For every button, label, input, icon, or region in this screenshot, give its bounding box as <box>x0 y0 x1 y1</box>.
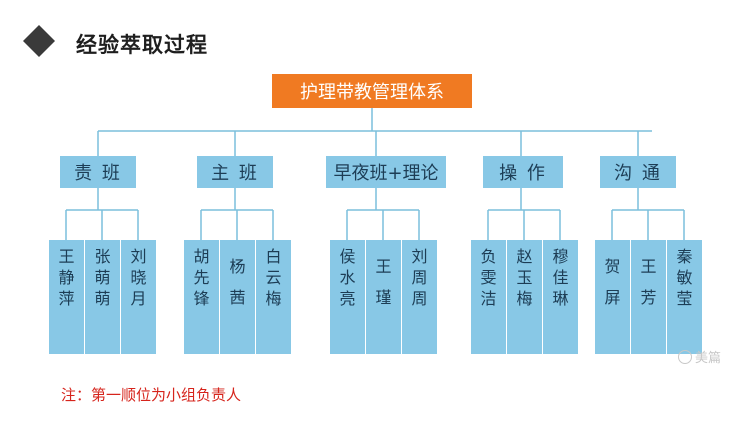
member-name-char: 王 <box>375 257 392 276</box>
member-name-char: 萌 <box>94 289 111 308</box>
member-name-char: 先 <box>193 268 210 287</box>
member-name-char: 胡 <box>193 247 210 266</box>
member-name-char: 萌 <box>94 268 111 287</box>
member-box: 负雯洁 <box>471 240 506 354</box>
member-name-char: 侯 <box>339 247 356 266</box>
member-name-char: 月 <box>130 289 147 308</box>
group-node-5: 沟 通 <box>600 156 676 188</box>
member-name-char: 锋 <box>193 289 210 308</box>
member-name-char: 周 <box>411 268 428 287</box>
watermark: 美篇 <box>678 347 721 366</box>
group-node-2: 主 班 <box>197 156 273 188</box>
member-box: 王芳 <box>631 240 666 354</box>
root-node: 护理带教管理体系 <box>272 74 472 108</box>
member-box: 侯水亮 <box>330 240 365 354</box>
member-box: 穆佳琳 <box>543 240 578 354</box>
diamond-icon <box>23 25 55 57</box>
member-name-char: 晓 <box>130 268 147 287</box>
member-name-char: 负 <box>480 247 497 266</box>
member-box: 赵玉梅 <box>507 240 542 354</box>
member-name-char: 芳 <box>640 288 657 307</box>
member-box: 胡先锋 <box>184 240 219 354</box>
member-name-char: 水 <box>339 268 356 287</box>
member-name-char: 瑾 <box>375 288 392 307</box>
member-name-char: 莹 <box>676 289 693 308</box>
member-name-char: 刘 <box>130 247 147 266</box>
group-node-1: 责 班 <box>60 156 136 188</box>
member-name-char: 赵 <box>516 247 533 266</box>
member-name-char: 玉 <box>516 268 533 287</box>
member-box: 杨茜 <box>220 240 255 354</box>
watermark-text: 美篇 <box>695 351 722 366</box>
member-box: 刘晓月 <box>121 240 156 354</box>
member-name-char: 屏 <box>604 288 621 307</box>
member-box: 白云梅 <box>256 240 291 354</box>
member-name-char: 王 <box>58 247 75 266</box>
member-box: 刘周周 <box>402 240 437 354</box>
group-node-3: 早夜班+理论 <box>326 156 446 188</box>
group-node-4: 操 作 <box>483 156 563 188</box>
member-box: 张萌萌 <box>85 240 120 354</box>
member-name-char: 萍 <box>58 289 75 308</box>
member-name-char: 雯 <box>480 268 497 287</box>
member-name-char: 白 <box>265 247 282 266</box>
member-name-char: 张 <box>94 247 111 266</box>
member-name-char: 云 <box>265 268 282 287</box>
member-name-char: 敏 <box>676 268 693 287</box>
member-name-char: 琳 <box>552 289 569 308</box>
member-name-char: 穆 <box>552 247 569 266</box>
member-name-char: 贺 <box>604 257 621 276</box>
member-name-char: 秦 <box>676 247 693 266</box>
member-name-char: 茜 <box>229 288 246 307</box>
member-box: 秦敏莹 <box>667 240 702 354</box>
page-title: 经验萃取过程 <box>76 33 208 57</box>
watermark-logo-icon <box>678 349 692 364</box>
member-box: 贺屏 <box>595 240 630 354</box>
member-name-char: 佳 <box>552 268 569 287</box>
member-name-char: 静 <box>58 268 75 287</box>
member-name-char: 杨 <box>229 257 246 276</box>
member-box: 王静萍 <box>49 240 84 354</box>
member-name-char: 刘 <box>411 247 428 266</box>
footnote: 注：第一顺位为小组负责人 <box>61 386 242 404</box>
member-name-char: 梅 <box>265 289 282 308</box>
member-name-char: 梅 <box>516 289 533 308</box>
member-name-char: 王 <box>640 257 657 276</box>
member-box: 王瑾 <box>366 240 401 354</box>
member-name-char: 亮 <box>339 289 356 308</box>
member-name-char: 周 <box>411 289 428 308</box>
member-name-char: 洁 <box>480 289 497 308</box>
